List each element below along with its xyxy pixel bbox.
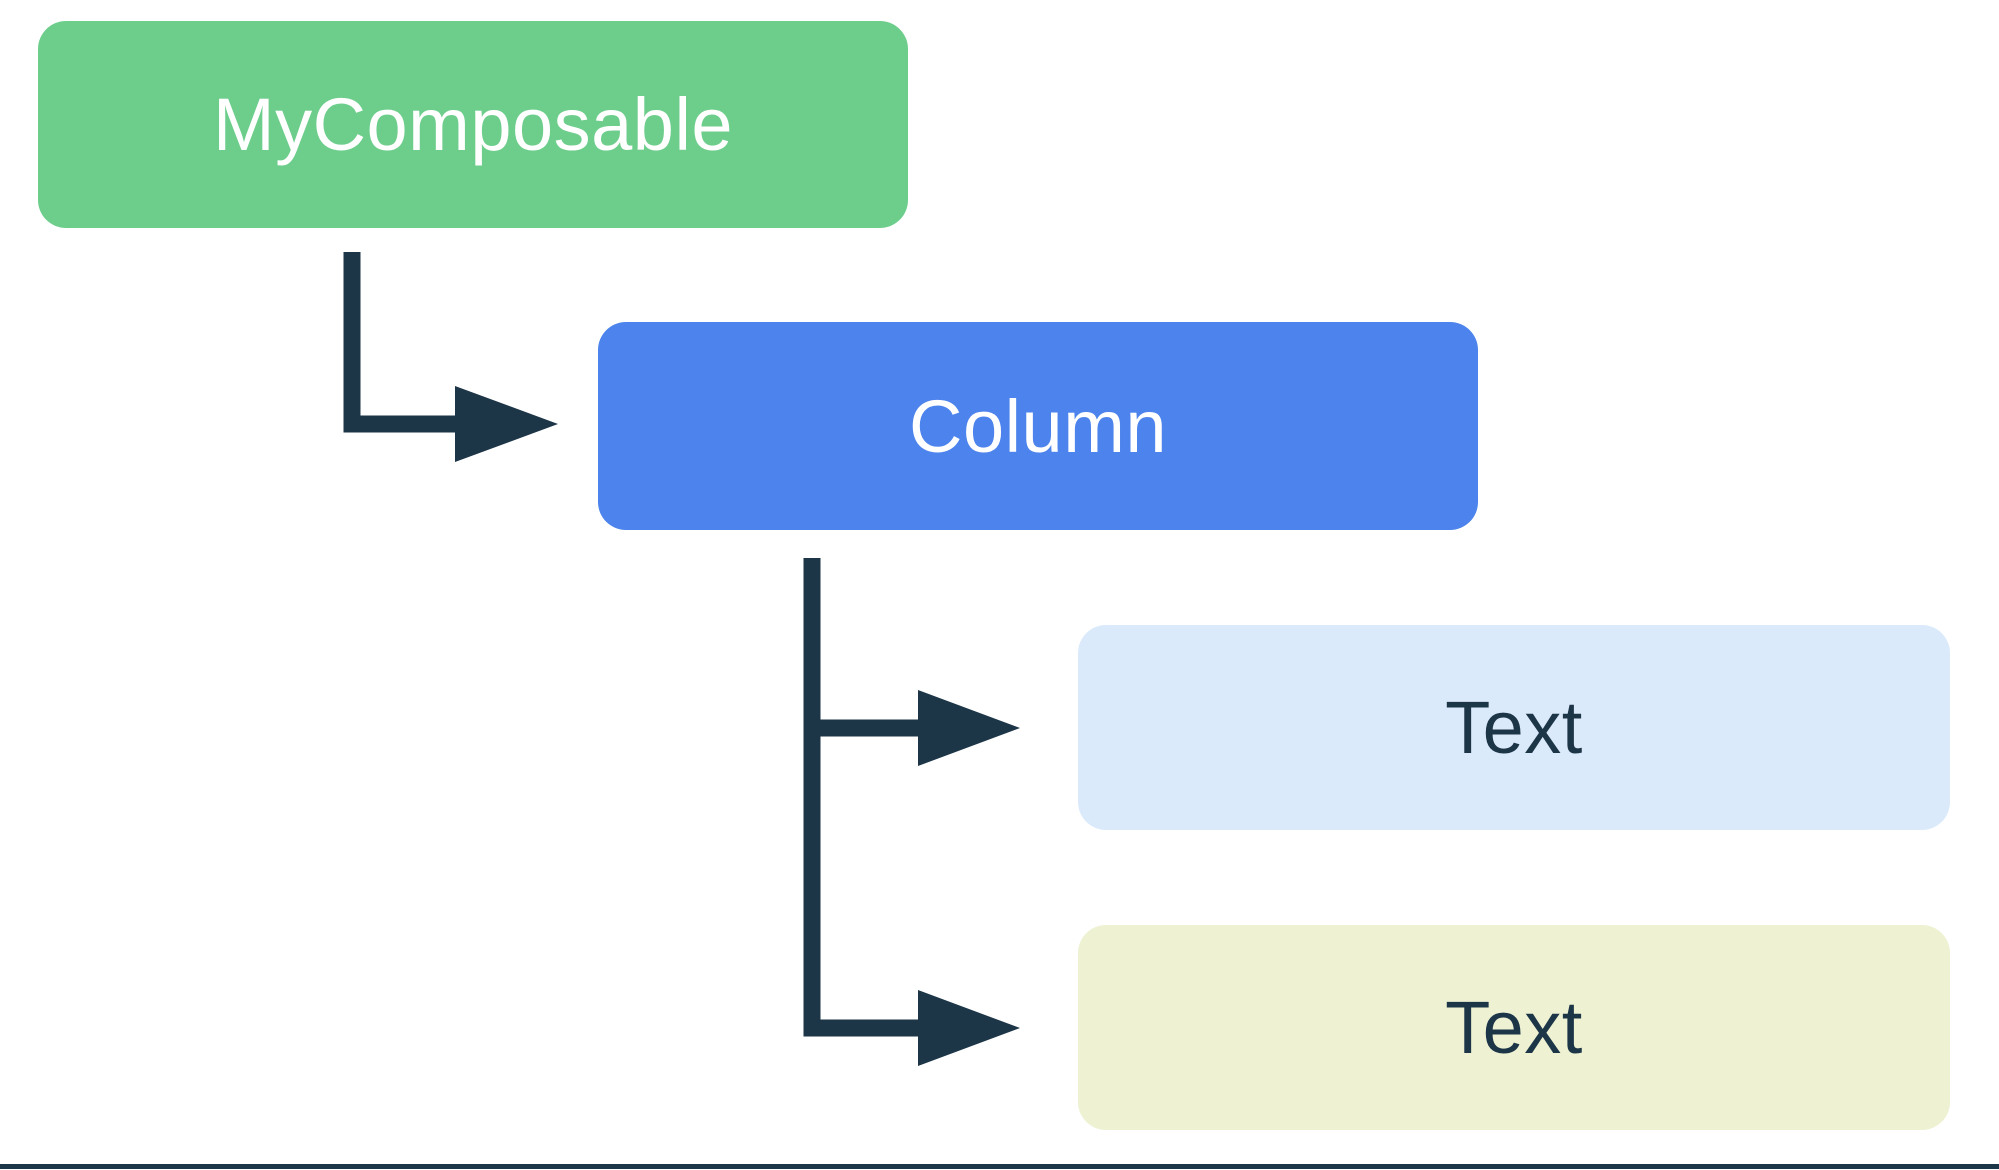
node-column-label: Column <box>909 384 1167 468</box>
arrow-column-to-text2 <box>803 558 1020 1066</box>
node-text-second: Text <box>1078 925 1950 1130</box>
node-mycomposable-label: MyComposable <box>212 83 734 166</box>
arrowhead-icon <box>918 990 1020 1066</box>
node-column: Column <box>598 322 1478 530</box>
node-mycomposable: MyComposable <box>38 21 908 228</box>
arrowhead-icon <box>918 690 1020 766</box>
node-text-first-label: Text <box>1445 686 1583 769</box>
arrow-line <box>343 252 458 433</box>
arrow-mycomposable-to-column <box>343 252 558 462</box>
node-text-second-label: Text <box>1445 986 1583 1069</box>
arrow-column-to-text1 <box>812 690 1020 766</box>
bottom-border <box>0 1164 1999 1169</box>
node-text-first: Text <box>1078 625 1950 830</box>
arrow-line <box>803 558 921 1037</box>
arrowhead-icon <box>455 386 558 462</box>
